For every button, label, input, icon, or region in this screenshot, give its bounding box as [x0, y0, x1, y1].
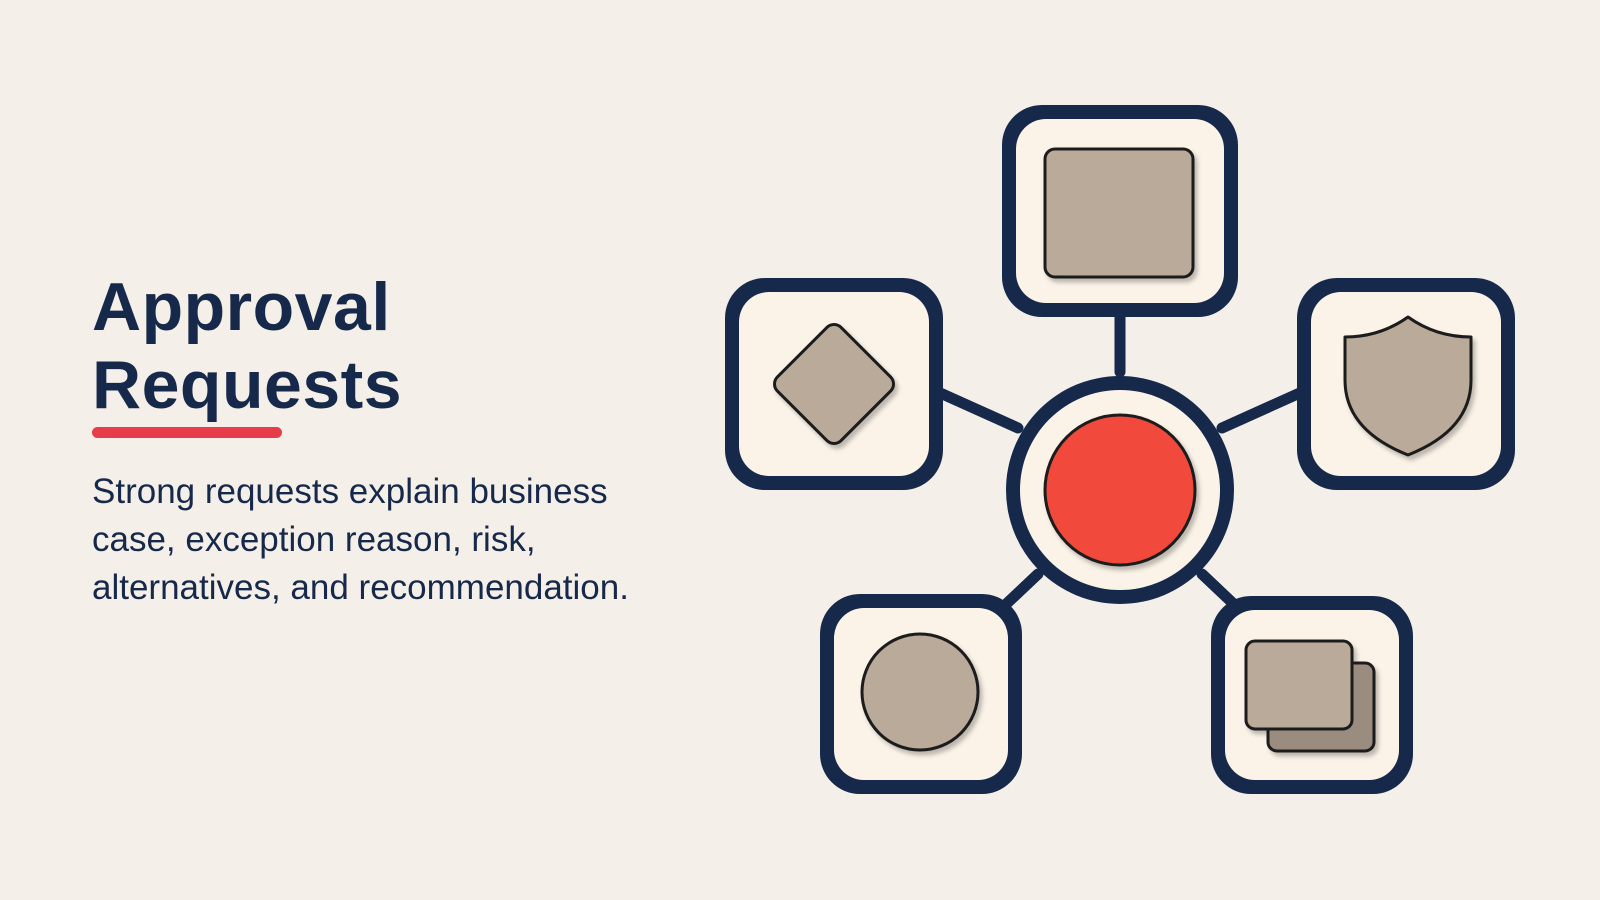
connector-bottom-left	[996, 568, 1044, 614]
red-circle-icon	[1043, 413, 1197, 567]
hub-node	[1006, 376, 1234, 604]
hub-spoke-diagram	[725, 105, 1515, 794]
slide-title: Approval Requests	[92, 268, 402, 424]
connector-left	[932, 386, 1024, 434]
node-bottom-right	[1211, 596, 1413, 794]
title-line-1: Approval	[92, 269, 391, 345]
shield-icon	[1343, 315, 1473, 457]
node-right	[1297, 278, 1515, 490]
square-icon	[1043, 147, 1195, 279]
node-top	[1002, 105, 1238, 317]
stacked-cards-icon	[1244, 639, 1376, 753]
circle-icon	[860, 632, 980, 752]
node-bottom-left	[820, 594, 1022, 794]
node-left	[725, 278, 943, 490]
connectors	[932, 306, 1308, 616]
connector-right	[1216, 386, 1308, 434]
title-underline	[92, 427, 282, 438]
diamond-icon	[773, 323, 895, 445]
body-text: Strong requests explain business case, e…	[92, 472, 629, 607]
title-line-2: Requests	[92, 347, 403, 423]
